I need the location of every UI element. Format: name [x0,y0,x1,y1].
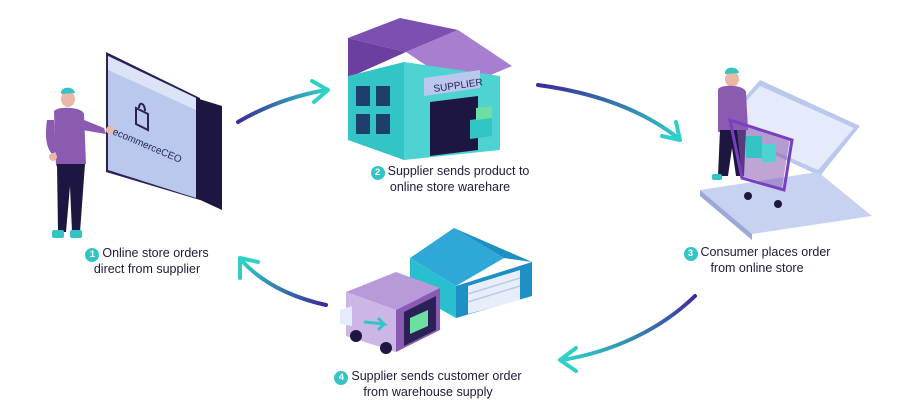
step-2-line1: Supplier sends product to [387,164,530,178]
step-2-line2: online store warehare [389,180,511,194]
person-pointing-icon [45,87,114,238]
flow-arrow-icon [236,79,330,124]
step-4-line1: Supplier sends customer order [351,369,522,383]
laptop-icon [700,80,872,240]
step-1-line1: Online store orders [102,246,209,260]
step-3-badge: 3 [683,247,698,261]
step-1-badge: 1 [85,248,100,262]
step-4-badge: 4 [334,371,349,385]
step-3-line2: from online store [710,261,804,275]
warehouse-icon: SUPPLIER [348,18,512,160]
flow-arrow-icon [238,256,328,307]
store-screen-icon: ecommerceCEO [106,52,222,210]
flow-arrow-icon [558,294,697,373]
store-logo-icon [135,102,149,132]
flow-arrow-icon [536,83,682,142]
step-1-line2: direct from supplier [93,262,201,276]
delivery-van-icon [340,272,440,354]
step-4-line2: from warehouse supply [363,385,493,399]
step-2-badge: 2 [370,166,385,180]
step-3-line1: Consumer places order [700,245,831,259]
shopper-cart-icon [712,67,794,208]
